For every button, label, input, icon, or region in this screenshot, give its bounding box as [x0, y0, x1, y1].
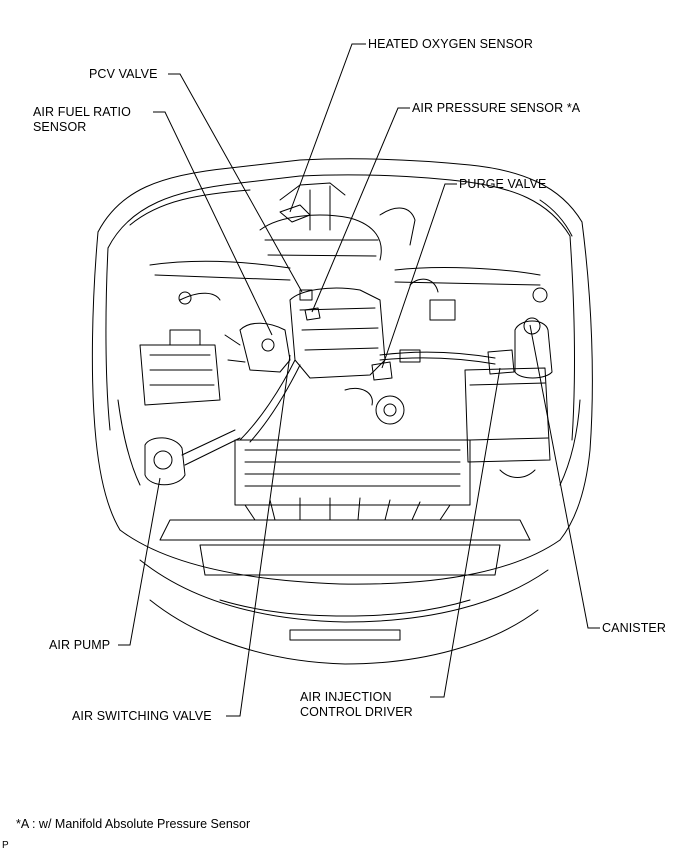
engine-intake	[289, 287, 386, 379]
leader-air-injection-control-driver	[430, 367, 501, 698]
leader-pcv-valve	[168, 73, 303, 293]
leader-air-fuel-ratio-sensor	[153, 111, 273, 336]
label-air-switching-valve: AIR SWITCHING VALVE	[72, 709, 212, 723]
left-fender	[91, 231, 121, 531]
front-bumper	[119, 529, 561, 585]
hood-outline	[97, 158, 583, 233]
label-purge-valve: PURGE VALVE	[459, 177, 547, 191]
label-air-pump: AIR PUMP	[49, 638, 111, 652]
leader-air-pressure-sensor	[311, 107, 410, 313]
air-cleaner	[464, 367, 551, 463]
radiator	[234, 439, 471, 506]
canister-body	[514, 320, 553, 379]
footnote: *A : w/ Manifold Absolute Pressure Senso…	[16, 817, 251, 831]
corner-code: P	[2, 840, 9, 851]
leader-canister	[529, 324, 600, 629]
leader-heated-oxygen-sensor	[289, 43, 366, 213]
battery	[139, 344, 221, 406]
leader-purge-valve	[381, 183, 457, 369]
label-air-pressure-sensor: AIR PRESSURE SENSOR *A	[412, 101, 581, 115]
label-canister: CANISTER	[602, 621, 667, 635]
label-air-fuel-ratio-sensor: AIR FUEL RATIO SENSOR	[33, 105, 131, 134]
label-air-injection-control-driver: AIR INJECTION CONTROL DRIVER	[300, 690, 413, 719]
label-pcv-valve: PCV VALVE	[89, 67, 158, 81]
air-pump-body	[144, 437, 186, 486]
label-heated-oxygen-sensor: HEATED OXYGEN SENSOR	[368, 37, 533, 51]
leader-air-pump	[118, 477, 161, 646]
leader-air-switching-valve	[226, 354, 291, 717]
right-fender	[559, 221, 593, 541]
